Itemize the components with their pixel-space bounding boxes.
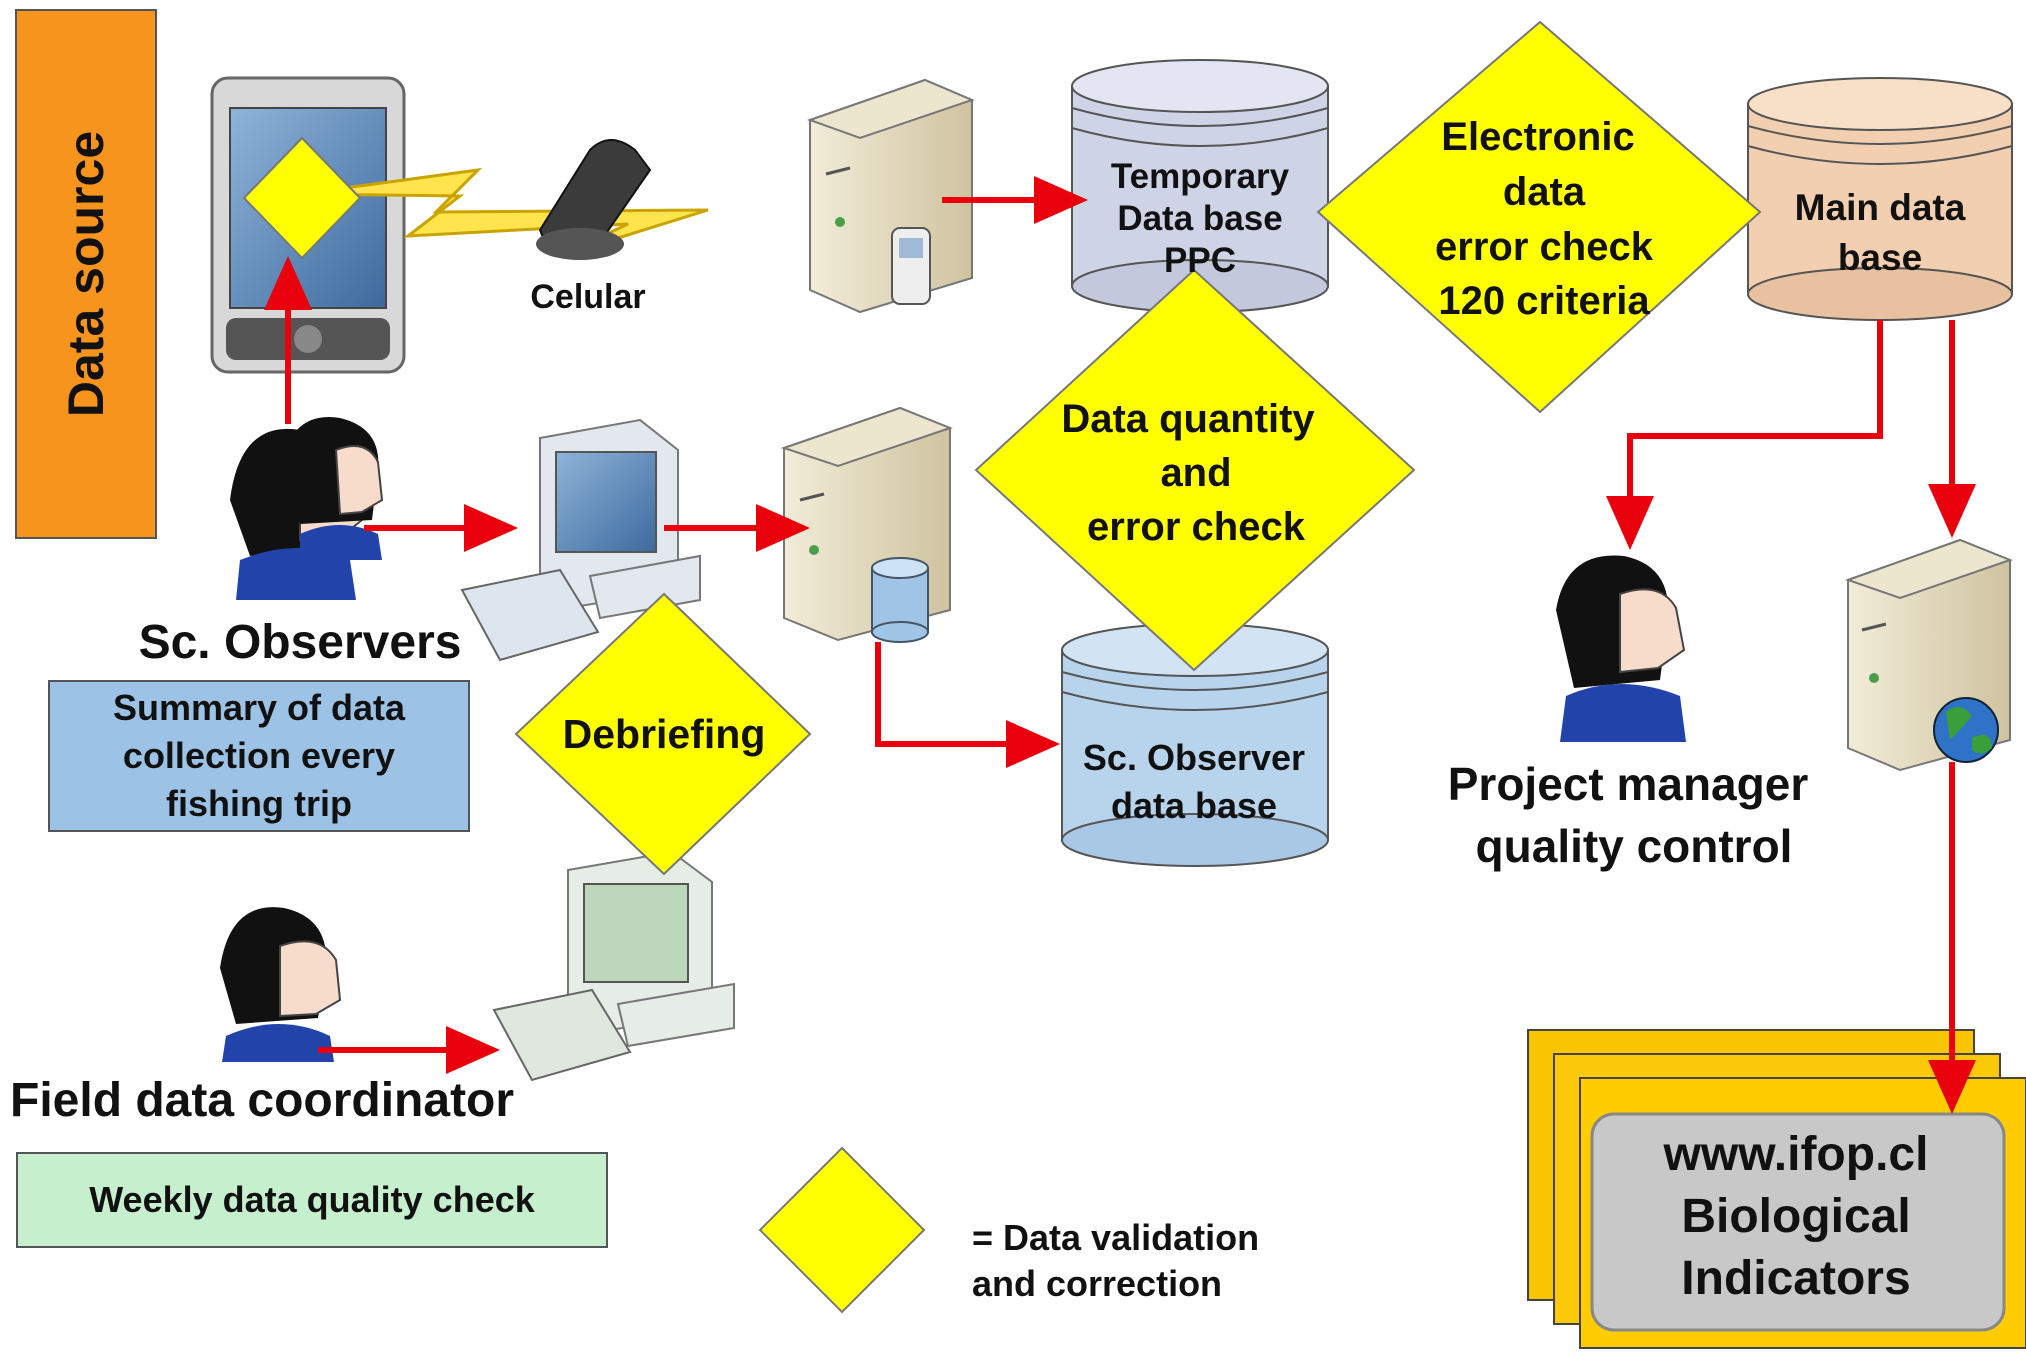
quantity-check-label-1: Data quantity [1061, 397, 1315, 441]
temp-db-label-3: PPC [1164, 241, 1236, 280]
globe-icon [1933, 697, 1999, 763]
legend-label-2: and correction [972, 1263, 1222, 1304]
summary-line-3: fishing trip [166, 783, 352, 824]
electronic-check-label-3: error check [1435, 225, 1654, 269]
person-icon [220, 907, 342, 1062]
debriefing-diamond [514, 592, 812, 876]
weekly-check-label: Weekly data quality check [89, 1179, 535, 1220]
website-label-2: Biological [1681, 1190, 1910, 1243]
website-label-1: www.ifop.cl [1663, 1128, 1929, 1181]
weekly-check-box: Weekly data quality check [16, 1152, 608, 1248]
observer-db-label-1: Sc. Observer [1083, 737, 1305, 778]
project-manager-label-2: quality control [1476, 820, 1793, 872]
electronic-check-label-4: 120 criteria [1438, 279, 1650, 323]
electronic-check-label-1: Electronic [1441, 115, 1634, 159]
project-manager-label-1: Project manager [1448, 758, 1809, 810]
field-coordinator-label: Field data coordinator [10, 1074, 514, 1127]
main-database [1747, 77, 2013, 321]
summary-line-1: Summary of data [112, 687, 406, 728]
quantity-check-label-3: error check [1087, 505, 1306, 549]
data-source-label: Data source [58, 131, 114, 417]
database-cylinder-icon [871, 557, 929, 643]
website-pages [1527, 1029, 2026, 1349]
legend-diamond [758, 1146, 926, 1314]
electronic-check-diamond [1316, 20, 1762, 414]
electronic-check-label-2: data [1503, 170, 1586, 214]
data-source-bar: Data source [15, 9, 157, 539]
summary-line-2: collection every [122, 735, 396, 776]
person-icon [1556, 555, 1686, 742]
debriefing-label: Debriefing [563, 711, 766, 757]
cellular-label: Celular [530, 278, 645, 316]
observer-db-label-2: data base [1111, 785, 1277, 826]
desktop-computer-icon [460, 418, 701, 662]
person-icon [280, 417, 384, 560]
cellphone-icon [536, 139, 652, 260]
temp-db-label-2: Data base [1117, 199, 1282, 238]
main-db-label-1: Main data [1795, 187, 1966, 228]
server-icon [807, 78, 975, 314]
summary-box: Summary of data collection every fishing… [48, 680, 470, 832]
website-label-3: Indicators [1681, 1252, 1910, 1305]
main-db-label-2: base [1838, 237, 1922, 278]
quantity-check-diamond [974, 268, 1416, 672]
quantity-check-label-2: and [1160, 451, 1231, 495]
legend-label-1: = Data validation [972, 1217, 1259, 1258]
flow-arrows [264, 176, 1976, 1114]
phone-icon [891, 227, 931, 305]
temp-db-label-1: Temporary [1111, 157, 1290, 196]
observers-label: Sc. Observers [139, 616, 462, 669]
desktop-computer-icon [492, 850, 735, 1082]
